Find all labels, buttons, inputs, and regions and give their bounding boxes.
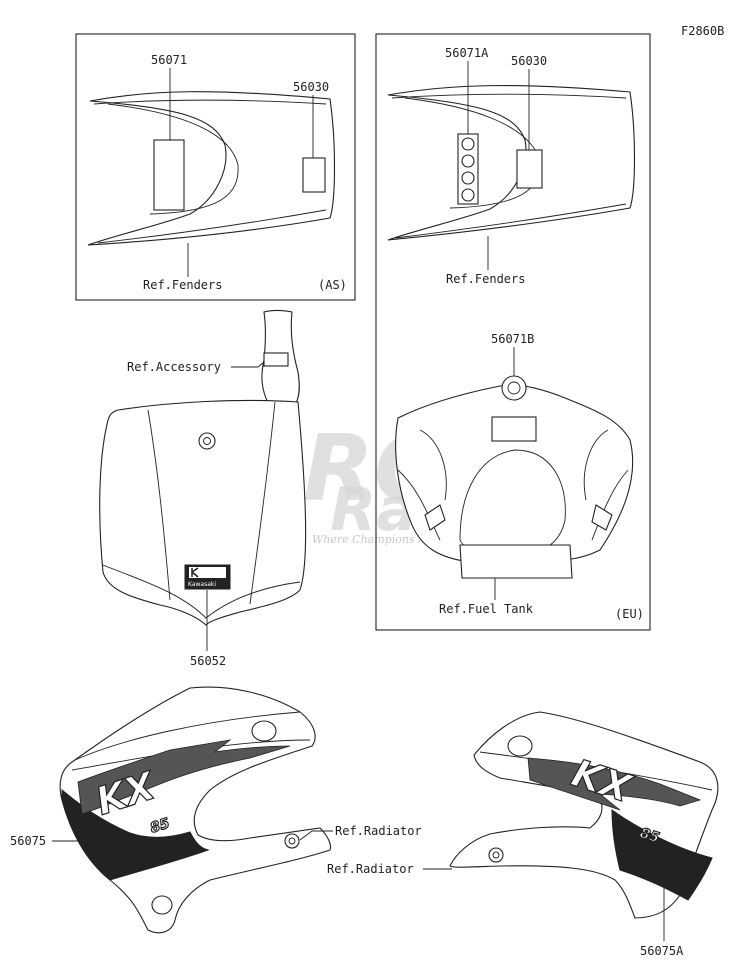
right-shroud-radiator-bolt-inner [492,851,500,859]
left-shroud-graphic [77,739,291,815]
decal-56030-as-rect[interactable] [302,157,326,193]
right-shroud-radiator-bolt [488,847,504,863]
fuel-cap [501,375,527,401]
decal-56071a-dot [461,188,475,202]
rear-fender-as[interactable] [87,91,336,246]
eu-variant-frame [375,33,651,631]
left-shroud-radiator-bolt-inner [288,837,296,845]
decal-56030-eu-rect[interactable] [516,149,543,189]
label-56075: 56075 [10,834,46,848]
decal-56071a-dot [461,154,475,168]
as-variant-frame [75,33,356,301]
label-56030-eu: 56030 [511,54,547,68]
right-radiator-shroud[interactable] [449,711,719,919]
rear-fender-eu[interactable] [387,84,636,241]
label-56071b: 56071B [491,332,534,346]
fuel-cap-inner [507,381,521,395]
left-shroud-bottom-hole [151,895,173,915]
label-region-as: (AS) [318,278,347,292]
decal-56071b-rect[interactable] [491,416,537,442]
label-ref-radiator-left: Ref.Radiator [335,824,422,838]
decal-56071a-dot [461,171,475,185]
label-56030-as: 56030 [293,80,329,94]
decal-56052-kawasaki-logo[interactable]: Kawasaki [184,564,231,590]
label-ref-accessory: Ref.Accessory [127,360,221,374]
left-shroud-radiator-bolt [284,833,300,849]
accessory-tab [263,352,289,367]
label-ref-fenders-as: Ref.Fenders [143,278,222,292]
left-shroud-badge: 85 [148,815,172,836]
label-ref-fenders-eu: Ref.Fenders [446,272,525,286]
right-shroud-top-hole [507,735,533,757]
label-56052: 56052 [190,654,226,668]
figure-code: F2860B [681,24,724,38]
fuel-tank[interactable] [395,384,634,579]
plate-bolt-hole-inner [203,437,211,445]
plate-bolt-hole [198,432,216,450]
decal-56071-rect[interactable] [153,139,185,211]
decal-56071a-dot [461,137,475,151]
right-shroud-badge: 85 [638,825,662,846]
leader-ref-accessory [231,361,265,368]
label-56075a: 56075A [640,944,684,958]
label-56071a: 56071A [445,46,489,60]
label-ref-radiator-right: Ref.Radiator [327,862,414,876]
right-shroud-graphic [527,757,702,811]
label-region-eu: (EU) [615,607,644,621]
left-shroud-top-hole [251,720,277,742]
label-56071: 56071 [151,53,187,67]
label-ref-fuel-tank: Ref.Fuel Tank [439,602,534,616]
leader-ref-radiator-left [299,830,333,841]
kawasaki-logo-text: Kawasaki [188,581,216,588]
